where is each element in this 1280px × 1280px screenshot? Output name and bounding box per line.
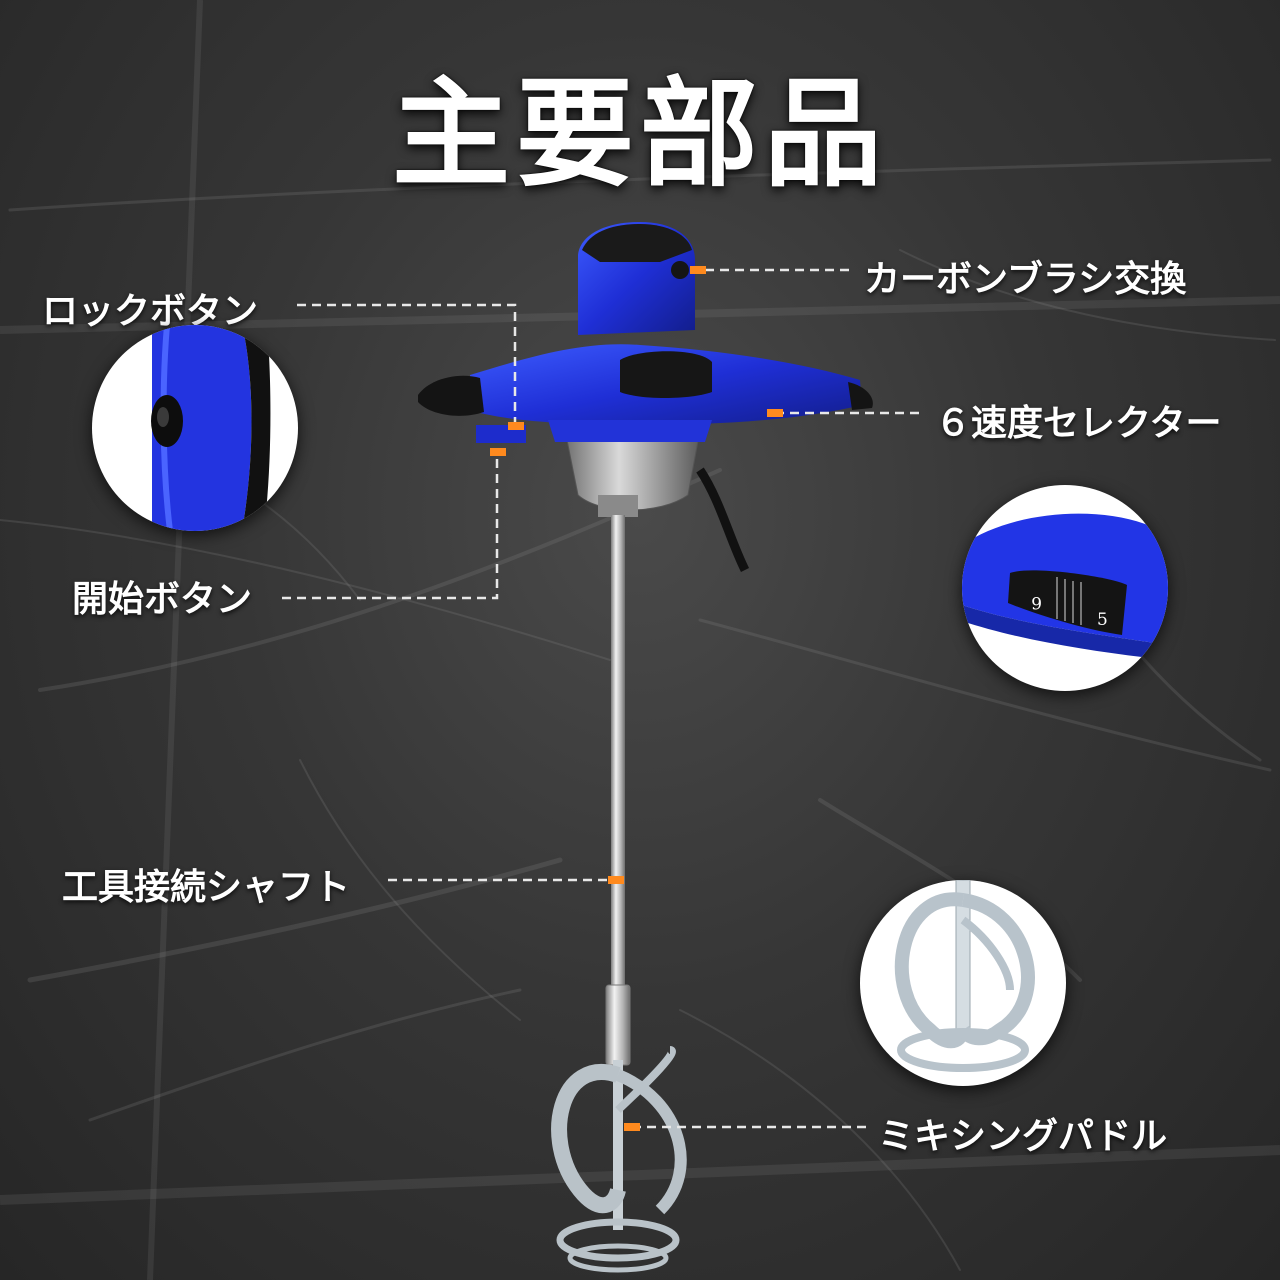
power-cord	[696, 467, 750, 573]
chuck	[598, 495, 638, 517]
speed-selector-label: ６速度セレクター	[935, 403, 1222, 444]
right-handle-tip	[848, 382, 873, 410]
dial-digit-left: 6	[1031, 592, 1042, 612]
start-button-marker	[490, 448, 506, 456]
dial-digit-right: 5	[1097, 610, 1108, 630]
start-button-label: 開始ボタン	[72, 579, 253, 620]
lock-button-marker	[508, 422, 524, 430]
shaft-marker	[608, 876, 624, 884]
paddle-label: ミキシングパドル	[878, 1116, 1168, 1157]
carbon-brush-label: カーボンブラシ交換	[864, 259, 1187, 300]
motor-cap	[582, 224, 692, 262]
page-title: 主要部品	[391, 65, 888, 203]
paddle-zoom-circle	[860, 880, 1066, 1086]
speed-selector-marker	[767, 409, 783, 417]
shaft-label: 工具接続シャフト	[62, 867, 351, 908]
mixing-paddle	[551, 1046, 687, 1273]
brush-cap	[671, 261, 689, 279]
paddle-marker	[624, 1123, 640, 1131]
top-grip	[620, 351, 712, 398]
carbon-brush-marker	[690, 266, 706, 274]
shaft	[611, 515, 625, 985]
lock-button-zoom-circle	[92, 325, 298, 531]
speed-dial-zoom-circle: 6 5	[962, 485, 1168, 691]
speed-dial-wheel	[1008, 570, 1127, 635]
gear-flange	[548, 420, 712, 442]
left-handle-grip	[418, 375, 484, 416]
